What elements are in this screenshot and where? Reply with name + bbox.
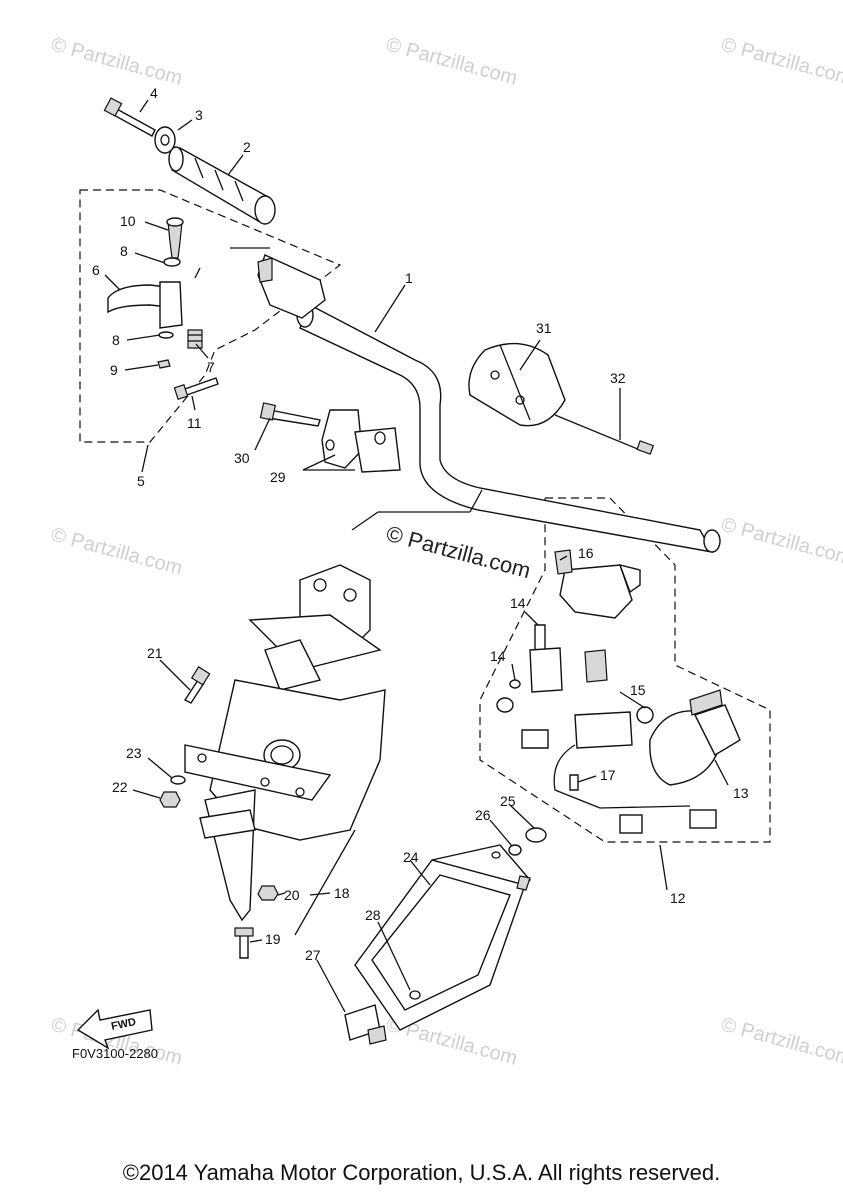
part-label-11: 11 xyxy=(187,415,202,431)
steering-column xyxy=(248,564,382,691)
part-label-15: 15 xyxy=(630,682,646,698)
nut-20 xyxy=(257,885,279,901)
bar-end-bolt xyxy=(103,97,156,137)
handlebar-pad xyxy=(468,342,566,427)
drawing-code: F0V3100-2280 xyxy=(72,1046,158,1061)
switch-group-box xyxy=(479,497,771,843)
part-label-23: 23 xyxy=(126,745,142,761)
watermark-top-center: © Partzilla.com xyxy=(384,34,520,90)
nut-22 xyxy=(159,791,181,808)
handlebar-holder xyxy=(259,402,401,473)
part-label-2: 2 xyxy=(243,139,251,155)
watermark-top-right: © Partzilla.com xyxy=(719,34,843,90)
part-label-8a: 8 xyxy=(120,243,128,259)
part-label-22: 22 xyxy=(112,779,128,795)
part-label-13: 13 xyxy=(733,785,749,801)
part-label-5: 5 xyxy=(137,473,145,489)
part-label-27: 27 xyxy=(305,947,321,963)
bolt-21 xyxy=(183,666,211,704)
part-label-28: 28 xyxy=(365,907,381,923)
part-label-19: 19 xyxy=(265,931,281,947)
bar-end-weight xyxy=(154,126,176,154)
part-label-20: 20 xyxy=(284,887,300,903)
watermark-mid-left: © Partzilla.com xyxy=(49,524,185,580)
center-watermark: © Partzilla.com xyxy=(384,521,534,584)
part-label-24: 24 xyxy=(403,849,419,865)
part-label-9: 9 xyxy=(110,362,118,378)
storage-tray xyxy=(354,844,531,1031)
part-label-16: 16 xyxy=(578,545,594,561)
fwd-label: FWD xyxy=(110,1016,137,1033)
part-label-18: 18 xyxy=(334,885,350,901)
watermark-mid-right: © Partzilla.com xyxy=(719,514,843,570)
pad-strap xyxy=(554,414,655,455)
part-label-21: 21 xyxy=(147,645,163,661)
part-label-12: 12 xyxy=(670,890,686,906)
part-labels: 4 3 2 10 8 6 8 7 9 11 5 1 31 32 30 29 16… xyxy=(92,85,749,963)
fwd-arrow: FWD xyxy=(76,1008,153,1050)
part-label-6: 6 xyxy=(92,262,100,278)
grip xyxy=(168,146,276,225)
part-label-7: 7 xyxy=(207,359,215,375)
part-label-8b: 8 xyxy=(112,332,120,348)
part-label-10: 10 xyxy=(120,213,136,229)
part-label-32: 32 xyxy=(610,370,626,386)
part-label-26: 26 xyxy=(475,807,491,823)
steering-cover xyxy=(184,679,386,922)
part-label-17: 17 xyxy=(600,767,616,783)
part-label-4: 4 xyxy=(150,85,158,101)
part-label-14a: 14 xyxy=(510,595,526,611)
part-label-29: 29 xyxy=(270,469,286,485)
part-label-3: 3 xyxy=(195,107,203,123)
copyright-notice: ©2014 Yamaha Motor Corporation, U.S.A. A… xyxy=(122,1160,721,1185)
washer-25 xyxy=(525,827,547,843)
part-label-1: 1 xyxy=(405,270,413,286)
throttle-lever-assembly xyxy=(107,217,326,401)
part-label-31: 31 xyxy=(536,320,552,336)
part-label-30: 30 xyxy=(234,450,250,466)
lever-group-box xyxy=(79,189,342,443)
part-label-25: 25 xyxy=(500,793,516,809)
washer-26 xyxy=(508,844,522,856)
watermark-bottom-right: © Partzilla.com xyxy=(719,1014,843,1070)
washer-23 xyxy=(170,775,186,785)
leader-lines xyxy=(104,99,729,1013)
clamp-27 xyxy=(344,1004,387,1045)
bolt-19 xyxy=(234,927,254,959)
part-label-14b: 14 xyxy=(490,648,506,664)
watermark-top-left: © Partzilla.com xyxy=(49,34,185,90)
switch-assembly xyxy=(496,549,741,834)
